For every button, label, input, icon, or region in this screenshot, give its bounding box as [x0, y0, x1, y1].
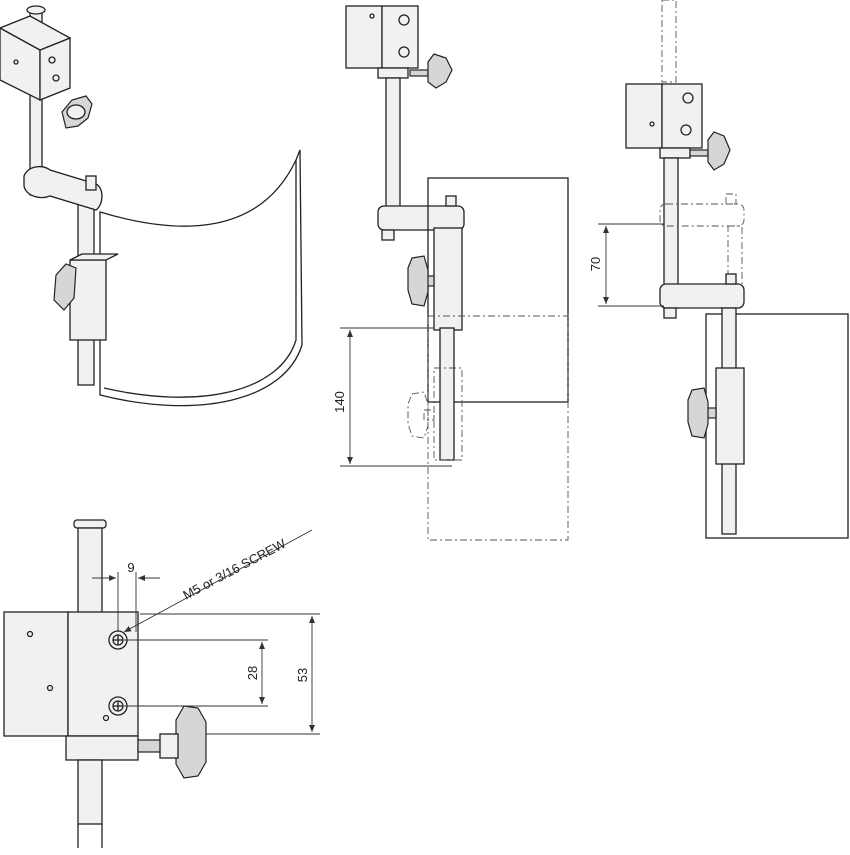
detail-knob-icon[interactable] — [159, 705, 207, 779]
screw-bottom-icon — [108, 696, 128, 716]
swing-arm — [23, 165, 103, 211]
isometric-view — [0, 5, 303, 407]
top-knob-icon[interactable] — [409, 53, 453, 89]
side-view-70: 70 — [588, 0, 849, 539]
screw-spec-label: M5 or 3/16 SCREW — [180, 535, 288, 602]
dim-53-label: 53 — [295, 668, 310, 682]
dim-28-label: 28 — [245, 666, 260, 680]
top-knob-icon[interactable] — [689, 131, 731, 171]
detail-view: 9 M5 or 3/16 SCREW 28 53 — [3, 519, 320, 848]
mid-knob-icon[interactable] — [407, 255, 435, 307]
swing-arm — [377, 205, 465, 231]
dim-70-label: 70 — [588, 257, 603, 271]
dim-140-label: 140 — [332, 391, 347, 413]
top-block — [625, 83, 663, 149]
swing-arm — [659, 283, 745, 309]
top-block — [345, 5, 383, 69]
dim-9-label: 9 — [127, 560, 134, 575]
vertical-post — [77, 527, 103, 615]
mounting-block — [3, 611, 69, 737]
lower-knob-icon[interactable] — [687, 387, 717, 439]
side-view-140: 140 — [332, 5, 569, 541]
ghost-knob-icon — [407, 391, 435, 439]
curved-shield — [99, 149, 303, 407]
top-knob-icon[interactable] — [61, 95, 93, 129]
side-knob-icon[interactable] — [53, 263, 77, 311]
